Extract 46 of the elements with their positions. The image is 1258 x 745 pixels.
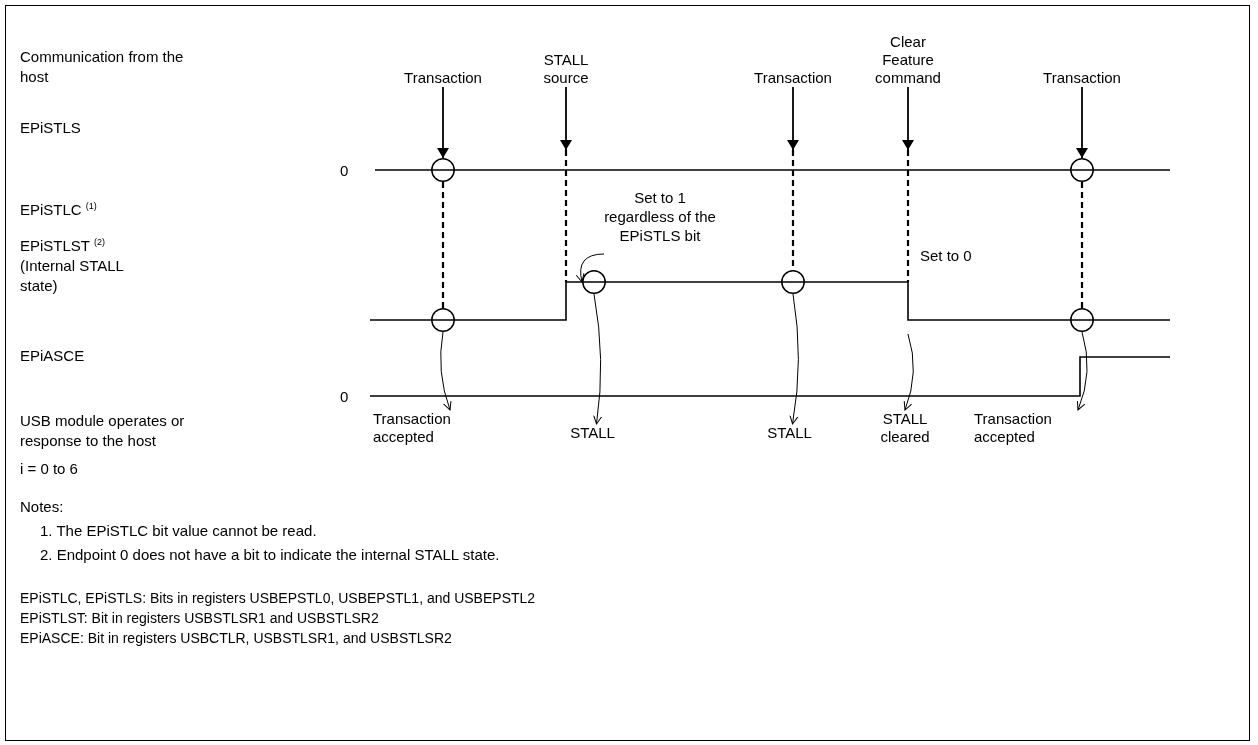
note-text: 1. The EPiSTLC bit value cannot be read. — [40, 521, 317, 541]
response-label: STALL — [766, 424, 813, 442]
response-arrow — [440, 331, 452, 411]
response-arrow — [576, 253, 605, 283]
signal-name: EPiSTLS — [20, 118, 81, 138]
event-marker-circle — [781, 270, 805, 294]
response-arrow — [593, 293, 603, 425]
notes-heading: Notes: — [20, 497, 64, 517]
response-label: Transaction accepted — [974, 410, 1053, 446]
event-label: Transaction — [1042, 69, 1122, 87]
event-marker-circle — [582, 270, 606, 294]
note-text: 2. Endpoint 0 does not have a bit to indicate the internal STALL state. — [40, 545, 500, 565]
event-arrow — [902, 86, 914, 151]
event-arrow — [1076, 86, 1088, 159]
register-note: EPiSTLST: Bit in registers USBSTLSR1 and USBSTLSR2 — [20, 609, 379, 628]
signal-name: EPiSTLC $^{(1)}$ — [20, 200, 97, 220]
response-arrow — [1076, 331, 1088, 411]
event-label: Clear Feature command — [874, 33, 942, 87]
register-note: EPiASCE: Bit in registers USBCTLR, USBSTLSR1, and USBSTLSR2 — [20, 629, 452, 648]
level-value: 0 — [340, 387, 349, 407]
signal-name: Communication from the host — [20, 47, 185, 87]
event-label: STALL source — [542, 51, 590, 87]
event-arrow — [560, 86, 572, 151]
response-label: STALL — [569, 424, 616, 442]
event-marker-circle — [431, 158, 455, 182]
event-label: Transaction — [403, 69, 483, 87]
response-arrow — [789, 293, 799, 425]
annotation-text: Set to 1 regardless of the EPiSTLS bit — [604, 188, 716, 245]
level-value: 0 — [340, 161, 349, 181]
event-marker-circle — [431, 308, 455, 332]
response-arrow — [903, 333, 914, 411]
signal-name: EPiASCE — [20, 346, 85, 366]
event-marker-circle — [1070, 158, 1094, 182]
register-note: EPiSTLC, EPiSTLS: Bits in registers USBEPSTL0, USBEPSTL1, and USBEPSTL2 — [20, 589, 536, 608]
event-arrow — [437, 86, 449, 159]
response-label: STALL cleared — [879, 410, 931, 446]
signal-name: EPiSTLST $^{(2)}$ (Internal STALL state) — [20, 236, 125, 296]
response-label: Transaction accepted — [373, 410, 452, 446]
event-marker-circle — [1070, 308, 1094, 332]
note-text: i = 0 to 6 — [20, 459, 78, 479]
dashed-connector — [1080, 182, 1084, 308]
event-arrow — [787, 86, 799, 151]
event-label: Transaction — [753, 69, 833, 87]
annotation-text: Set to 0 — [920, 246, 972, 266]
signal-name: USB module operates or response to the host — [20, 411, 186, 451]
dashed-connector — [441, 182, 445, 308]
